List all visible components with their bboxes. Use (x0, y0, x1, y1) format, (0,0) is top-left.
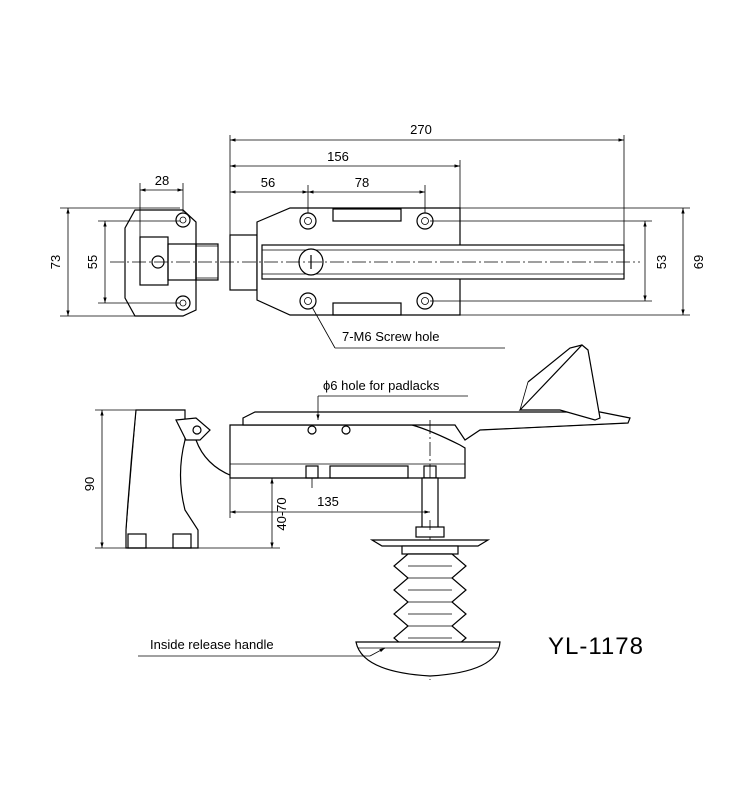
release-shaft (355, 477, 501, 677)
latch-body (229, 207, 625, 316)
keeper-side (125, 409, 233, 549)
screw-hole-note: 7-M6 Screw hole (342, 329, 440, 344)
dim-135: 135 (317, 494, 339, 509)
dim-56: 56 (261, 175, 275, 190)
dim-270: 270 (410, 122, 432, 137)
dim-40-70: 40-70 (274, 497, 289, 530)
release-handle-knob (355, 641, 501, 677)
dim-53: 53 (654, 255, 669, 269)
top-view: 270 156 56 78 28 73 55 53 69 7-M6 Screw … (48, 122, 706, 349)
latch-body-side (229, 344, 631, 680)
dim-156: 156 (327, 149, 349, 164)
side-view: 90 40-70 135 ϕ6 hole for padlacks Inside… (82, 344, 631, 680)
dim-69: 69 (691, 255, 706, 269)
release-handle-note: Inside release handle (150, 637, 274, 652)
dim-90: 90 (82, 477, 97, 491)
dim-55: 55 (85, 255, 100, 269)
keeper-plate (124, 209, 219, 317)
bellows (393, 553, 467, 651)
dim-78: 78 (355, 175, 369, 190)
model-number: YL-1178 (548, 633, 644, 660)
padlock-hole-note: ϕ6 hole for padlacks (323, 378, 440, 393)
dim-73: 73 (48, 255, 63, 269)
dim-28: 28 (155, 173, 169, 188)
